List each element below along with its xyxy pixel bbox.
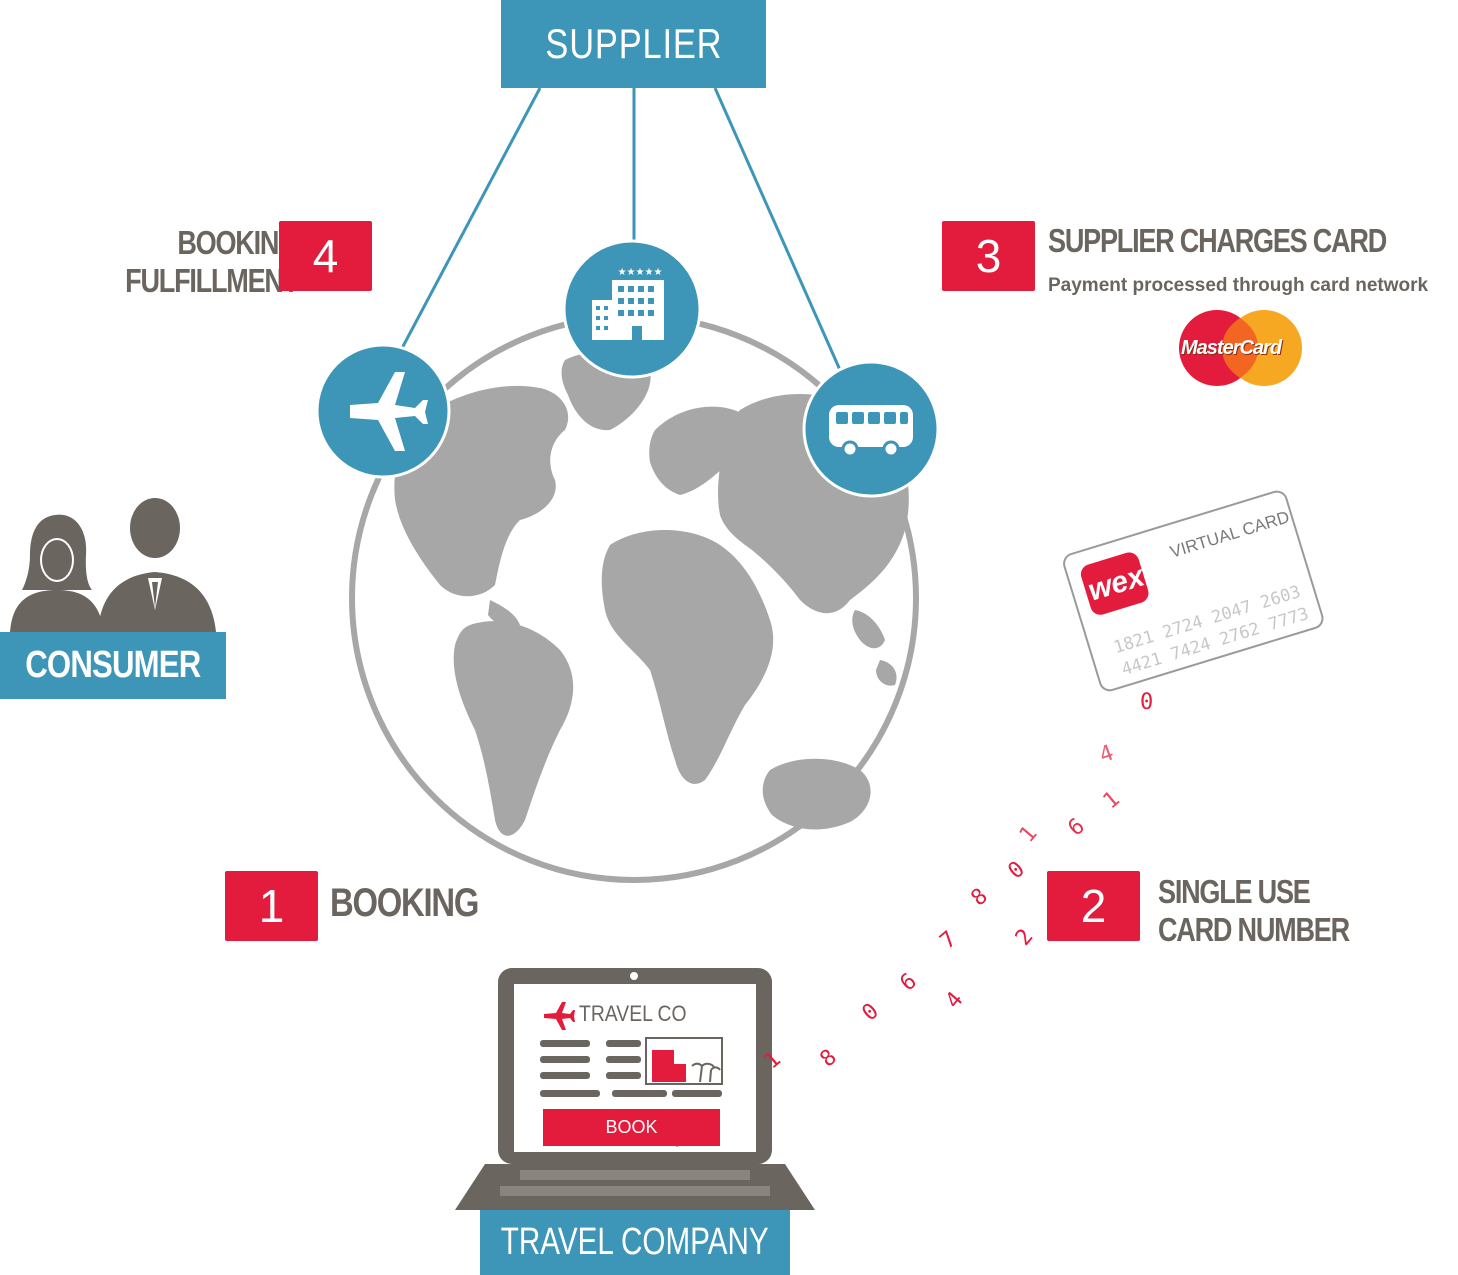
bus-icon: [802, 360, 940, 498]
travel-company-box: TRAVEL COMPANY: [480, 1210, 790, 1275]
connector-airplane: [398, 87, 542, 353]
svg-text:★★★★★: ★★★★★: [618, 267, 663, 278]
mastercard-text: MasterCard: [1181, 337, 1282, 359]
virtual-card: [1063, 490, 1324, 692]
supplier-label: SUPPLIER: [545, 20, 722, 67]
step-2-label-line2: CARD NUMBER: [1158, 911, 1350, 948]
consumer-box: CONSUMER: [0, 632, 226, 699]
airplane-icon: [315, 343, 451, 479]
step-3-number: 3: [942, 221, 1035, 291]
travel-company-label: TRAVEL COMPANY: [501, 1221, 769, 1263]
screen-brand: TRAVEL CO: [579, 1001, 687, 1026]
hotel-icon: ★★★★★: [562, 239, 702, 379]
consumer-label: CONSUMER: [25, 644, 201, 686]
step-1-number: 1: [225, 871, 318, 941]
step-3-sublabel: Payment processed through card network: [1048, 275, 1429, 296]
step-2-label: SINGLE USE CARD NUMBER: [1158, 873, 1350, 949]
connector-bus: [713, 87, 842, 371]
consumer-people-icon: [10, 498, 216, 632]
step-4-label-line1: BOOKING: [177, 224, 299, 261]
trail-digit: 0: [1140, 690, 1154, 715]
step-2-number: 2: [1047, 871, 1140, 941]
step-4-number: 4: [279, 221, 372, 291]
step-4-label-line2: FULFILLMENT: [125, 262, 299, 299]
step-3-label: SUPPLIER CHARGES CARD: [1048, 222, 1387, 259]
book-button[interactable]: BOOK: [543, 1109, 720, 1146]
step-2-label-line1: SINGLE USE: [1158, 873, 1311, 910]
globe-icon: [349, 313, 919, 883]
step-1-label: BOOKING: [330, 881, 479, 925]
step-4-label: BOOKING FULFILLMENT: [103, 224, 299, 300]
book-button-label: BOOK: [605, 1117, 658, 1137]
supplier-box: SUPPLIER: [501, 0, 766, 88]
mastercard-logo: [1179, 310, 1302, 386]
